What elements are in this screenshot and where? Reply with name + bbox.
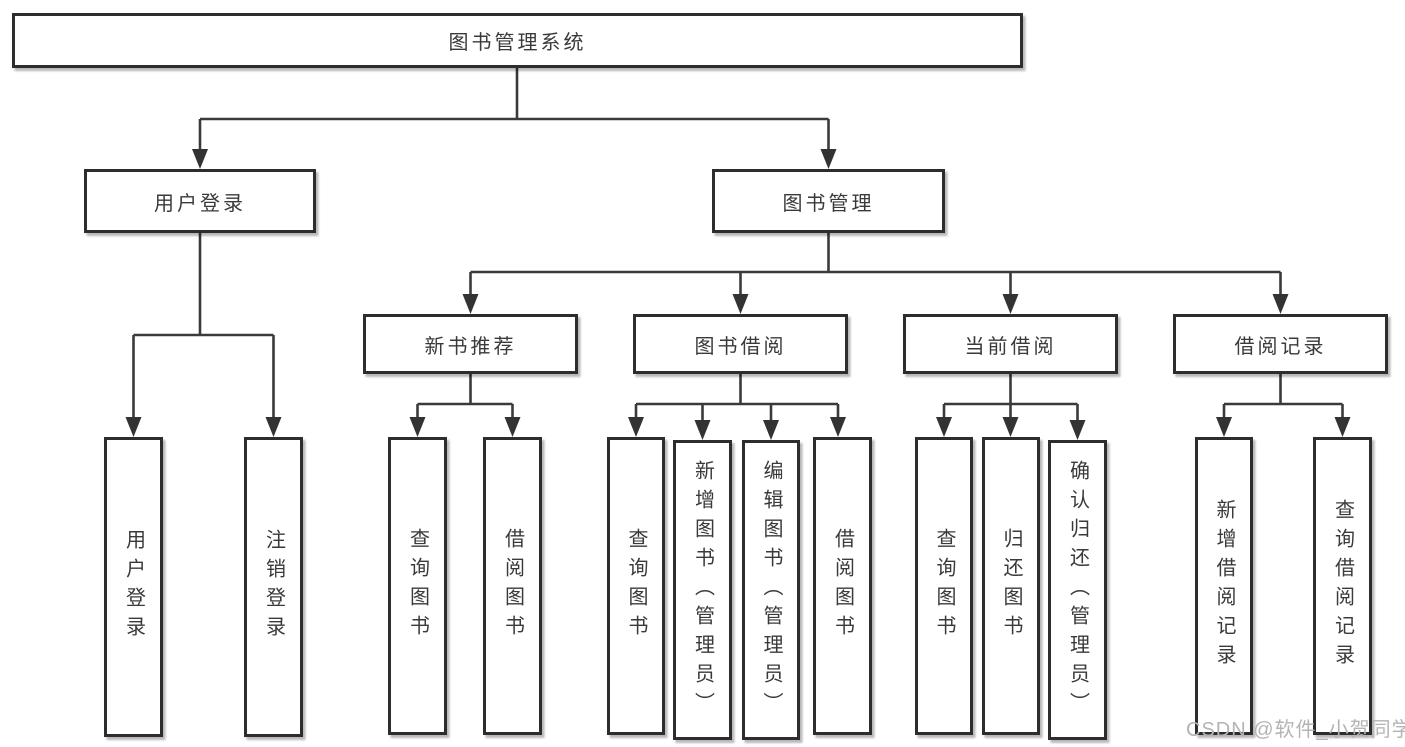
leaf-current-return-books: 归还图书 — [982, 437, 1040, 735]
leaf-borrow-borrow-books: 借阅图书 — [813, 437, 872, 735]
leaf-borrow-query-books: 查询图书 — [607, 437, 665, 735]
csdn-watermark: CSDN @软件_小贺同学 — [1186, 719, 1405, 741]
leaf-records-add-record: 新增借阅记录 — [1195, 437, 1253, 735]
node-borrow-records: 借阅记录 — [1173, 314, 1388, 374]
node-book-management: 图书管理 — [712, 169, 945, 233]
node-root-system: 图书管理系统 — [12, 13, 1023, 68]
leaf-borrow-add-books-admin: 新增图书（管理员） — [673, 440, 732, 740]
leaf-recommend-borrow-books: 借阅图书 — [483, 437, 542, 735]
node-user-login: 用户登录 — [84, 169, 316, 233]
node-new-book-recommend: 新书推荐 — [363, 314, 578, 374]
leaf-current-query-books: 查询图书 — [915, 437, 973, 735]
leaf-logout: 注销登录 — [244, 437, 303, 737]
leaf-borrow-edit-books-admin: 编辑图书（管理员） — [742, 440, 800, 740]
node-current-borrow: 当前借阅 — [903, 314, 1118, 374]
leaf-user-login: 用户登录 — [104, 437, 163, 737]
leaf-records-query-record: 查询借阅记录 — [1313, 437, 1372, 735]
leaf-recommend-query-books: 查询图书 — [388, 437, 447, 735]
arrowheads — [125, 149, 1351, 440]
node-book-borrow: 图书借阅 — [633, 314, 848, 374]
leaf-current-confirm-return-admin: 确认归还（管理员） — [1048, 440, 1107, 740]
